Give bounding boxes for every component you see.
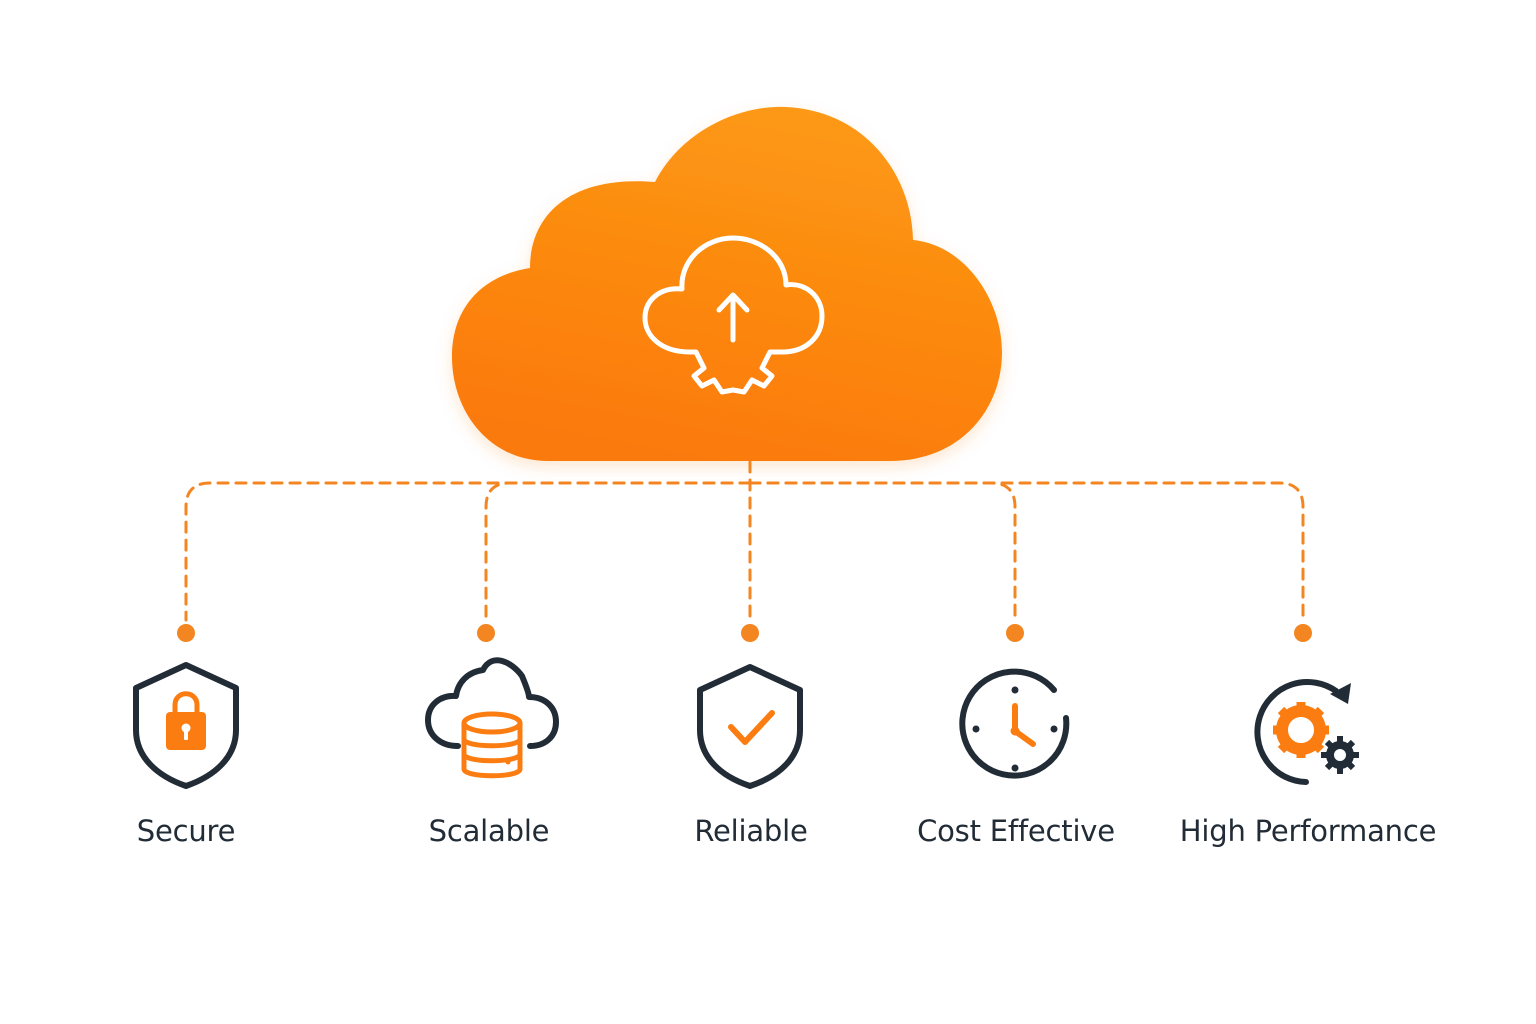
- connector-lines: [184, 460, 1305, 622]
- connector-secure: [184, 481, 752, 622]
- cloud-database-icon: [425, 657, 559, 779]
- connector-dot-high-performance: [1294, 624, 1312, 642]
- small-gear: [1321, 736, 1359, 774]
- feature-label-secure: Secure: [136, 814, 236, 848]
- connector-dot-secure: [177, 624, 195, 642]
- clock-icon: [959, 668, 1070, 779]
- connector-scalable: [484, 481, 752, 622]
- connector-dot-cost-effective: [1006, 624, 1024, 642]
- feature-label-high-performance: High Performance: [1179, 814, 1437, 848]
- hub-cloud: [452, 106, 1002, 461]
- connector-cost-effective: [748, 481, 1017, 622]
- large-gear: [1273, 702, 1329, 758]
- feature-label-cost-effective: Cost Effective: [917, 814, 1115, 848]
- shield-check-icon: [697, 664, 803, 789]
- hub-cloud-shape: [452, 106, 1002, 461]
- shield-lock-icon: [133, 662, 239, 789]
- feature-label-scalable: Scalable: [428, 814, 550, 848]
- connector-dot-reliable: [741, 624, 759, 642]
- gears-refresh-icon: [1254, 679, 1359, 785]
- feature-label-reliable: Reliable: [694, 814, 808, 848]
- connector-high-performance: [748, 481, 1305, 622]
- connector-dot-scalable: [477, 624, 495, 642]
- connector-dots: [177, 624, 1312, 642]
- cloud-upload-gear-icon: [642, 235, 825, 395]
